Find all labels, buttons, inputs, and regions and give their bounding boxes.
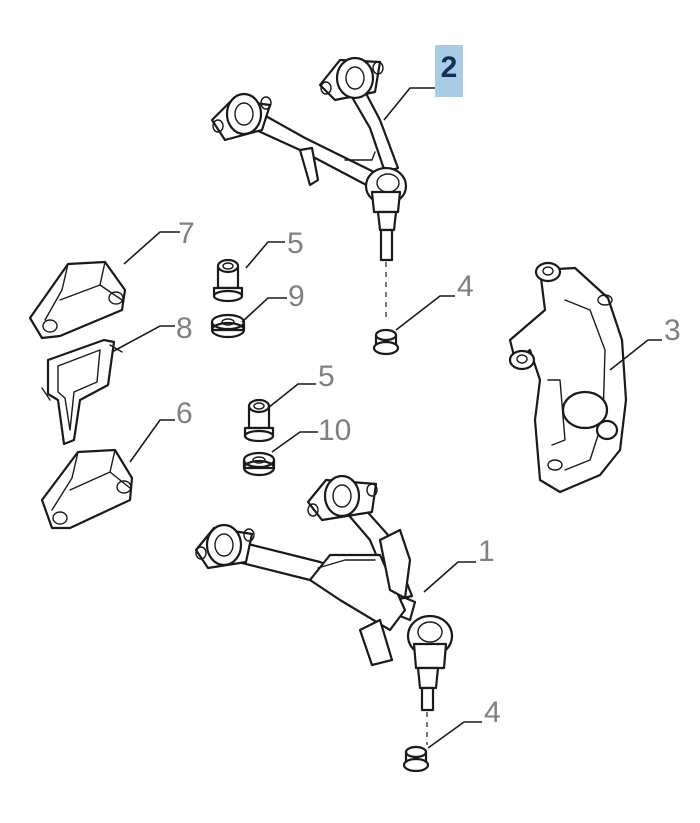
bushing-bolt-lower[interactable]	[243, 398, 275, 443]
shim-plate[interactable]	[41, 338, 123, 446]
castle-nut-upper[interactable]	[372, 328, 400, 356]
upper-control-arm[interactable]	[210, 56, 408, 262]
callout-4-upper: 4	[457, 270, 474, 303]
lower-control-arm[interactable]	[194, 474, 454, 712]
callout-5-upper: 5	[287, 227, 304, 260]
bushing-bolt-upper[interactable]	[212, 258, 244, 303]
callout-8: 8	[176, 312, 193, 345]
callout-10: 10	[318, 414, 351, 447]
washer-upper[interactable]	[210, 313, 246, 339]
callout-7: 7	[178, 217, 195, 250]
callout-4-lower: 4	[484, 696, 501, 729]
spacer-pad-upper[interactable]	[28, 260, 127, 340]
steering-knuckle[interactable]	[508, 261, 628, 494]
highlighted-callout-box[interactable]	[435, 45, 463, 97]
leader-lines	[111, 87, 662, 749]
washer-lower[interactable]	[242, 451, 276, 477]
castle-nut-lower[interactable]	[402, 745, 430, 773]
callout-9: 9	[288, 280, 305, 313]
callout-6: 6	[176, 397, 193, 430]
callout-2[interactable]: 2	[440, 51, 458, 84]
callout-1: 1	[478, 535, 495, 568]
spacer-pad-lower[interactable]	[40, 448, 134, 530]
callout-3: 3	[664, 314, 681, 347]
callout-5-lower: 5	[318, 360, 335, 393]
